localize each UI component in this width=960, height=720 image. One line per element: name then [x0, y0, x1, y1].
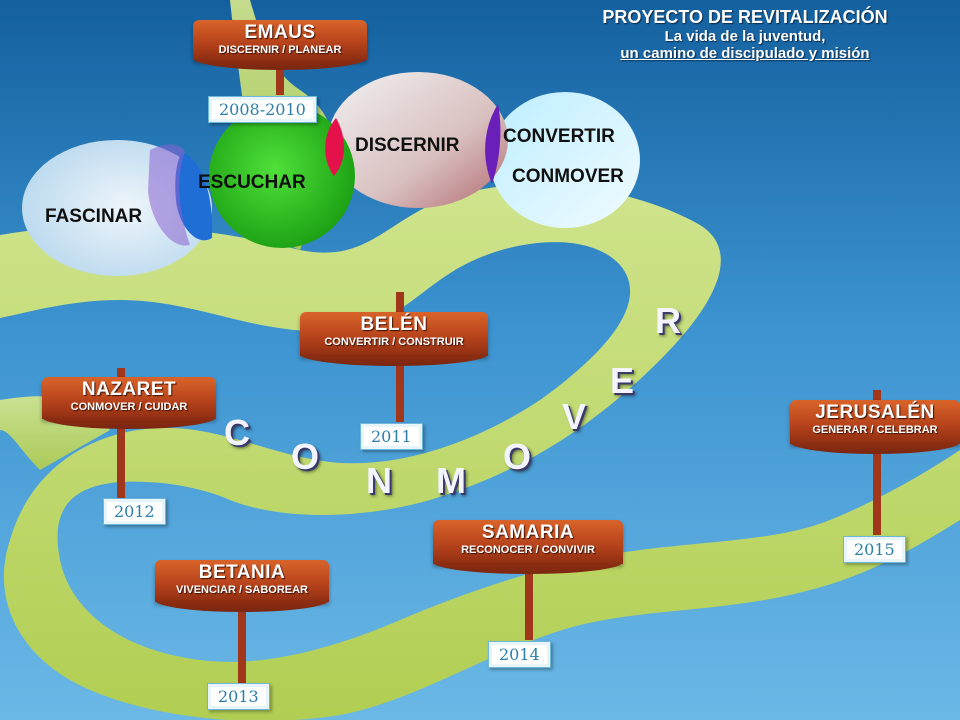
- title-line-1: La vida de la juventud,: [664, 28, 826, 45]
- path-letter-e: E: [610, 360, 635, 401]
- station-subtitle-jerusalen: GENERAR / CELEBRAR: [812, 424, 938, 436]
- station-subtitle-samaria: RECONOCER / CONVIVIR: [461, 544, 595, 556]
- title-heading: PROYECTO DE REVITALIZACIÓN: [602, 7, 888, 27]
- pole-nazaret: [117, 368, 125, 498]
- pole-samaria: [525, 520, 533, 640]
- station-sign-samaria: SAMARIA RECONOCER / CONVIVIR: [433, 520, 623, 574]
- year-box-jerusalen: 2015: [843, 536, 906, 563]
- overlap-fascinar-escuchar: [175, 152, 213, 241]
- label-discernir: DISCERNIR: [355, 135, 460, 156]
- path-letter-c: C: [224, 412, 250, 453]
- label-fascinar: FASCINAR: [45, 206, 143, 227]
- station-sign-betania: BETANIA VIVENCIAR / SABOREAR: [155, 560, 329, 612]
- circle-convertir: [490, 92, 640, 228]
- station-sign-emaus: EMAUS DISCERNIR / PLANEAR: [193, 20, 367, 70]
- path-letter-v: V: [562, 396, 587, 437]
- station-subtitle-nazaret: CONMOVER / CUIDAR: [70, 401, 188, 413]
- overlap-escuchar-discernir: [325, 118, 344, 176]
- station-name-belen: BELÉN: [360, 314, 428, 335]
- station-name-nazaret: NAZARET: [81, 379, 177, 400]
- path-letter-m: M: [436, 460, 466, 501]
- pole-betania: [238, 580, 246, 685]
- path-letter-o: O: [291, 436, 320, 477]
- year-box-samaria: 2014: [488, 641, 551, 668]
- circle-escuchar: [209, 104, 355, 248]
- station-name-emaus: EMAUS: [244, 22, 316, 43]
- circle-discernir: [328, 72, 508, 208]
- title-line-2: un camino de discipulado y misión: [620, 45, 870, 62]
- station-sign-jerusalen: JERUSALÉN GENERAR / CELEBRAR: [790, 400, 960, 454]
- label-escuchar: ESCUCHAR: [198, 172, 306, 193]
- station-sign-belen: BELÉN CONVERTIR / CONSTRUIR: [300, 312, 488, 366]
- label-convertir: CONVERTIR: [503, 126, 615, 147]
- path-letter-o-2: O: [503, 436, 532, 477]
- station-sign-nazaret: NAZARET CONMOVER / CUIDAR: [42, 377, 216, 429]
- pole-emaus: [276, 55, 284, 95]
- overlap-discernir-convertir: [485, 104, 501, 184]
- station-name-betania: BETANIA: [198, 562, 286, 583]
- title-block: PROYECTO DE REVITALIZACIÓN La vida de la…: [540, 6, 950, 62]
- year-box-nazaret: 2012: [103, 498, 166, 525]
- station-name-jerusalen: JERUSALÉN: [815, 402, 935, 423]
- station-subtitle-emaus: DISCERNIR / PLANEAR: [218, 44, 342, 56]
- path-letter-r: R: [655, 300, 681, 341]
- label-conmover: CONMOVER: [512, 166, 624, 187]
- station-name-samaria: SAMARIA: [481, 522, 575, 543]
- year-box-belen: 2011: [360, 423, 423, 450]
- station-subtitle-betania: VIVENCIAR / SABOREAR: [175, 584, 309, 596]
- station-subtitle-belen: CONVERTIR / CONSTRUIR: [324, 336, 464, 348]
- year-box-emaus: 2008-2010: [208, 96, 317, 123]
- path-letter-n: N: [366, 460, 392, 501]
- pole-jerusalen: [873, 390, 881, 535]
- year-box-betania: 2013: [207, 683, 270, 710]
